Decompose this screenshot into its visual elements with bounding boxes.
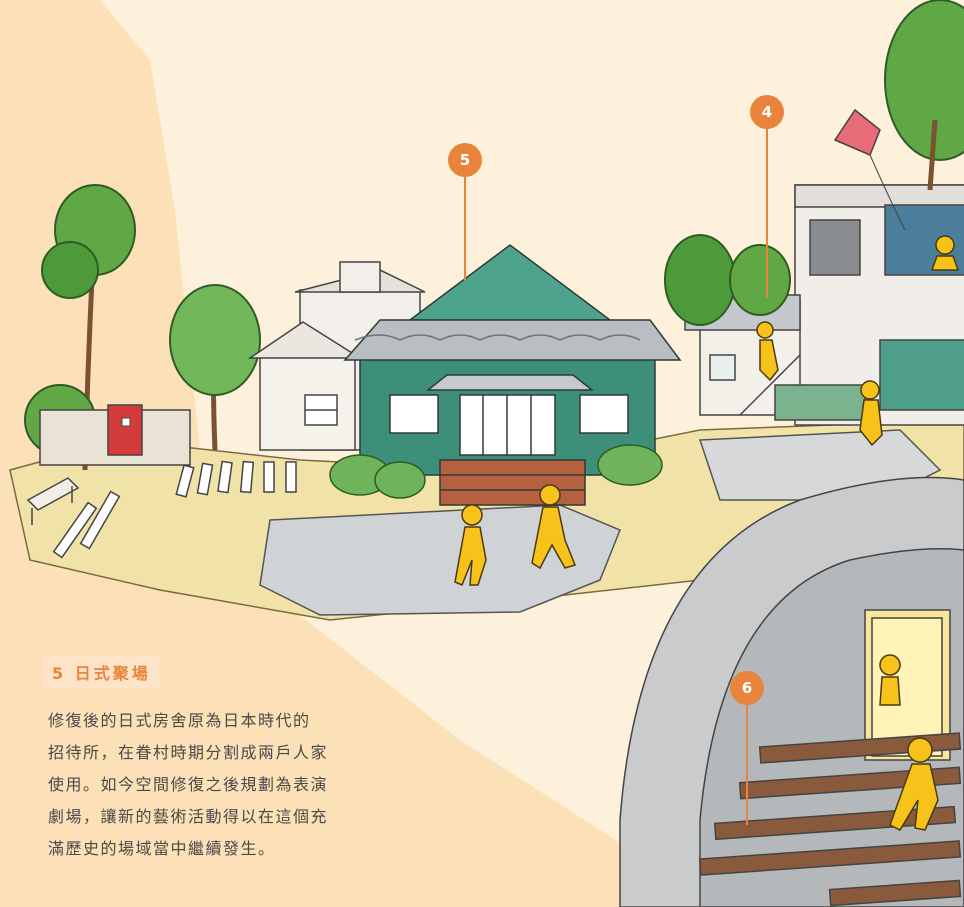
caption-line: 使用。如今空間修復之後規劃為表演 [48, 775, 329, 794]
yellow-figures [454, 235, 960, 831]
bushes [329, 444, 663, 499]
marker-5-label: 5 [460, 151, 470, 169]
peach-band [0, 0, 720, 907]
figure-7 [930, 235, 960, 271]
marker-5[interactable]: 5 [448, 143, 482, 280]
caption-line: 劇場，讓新的藝術活動得以在這個充 [48, 807, 329, 826]
figure-2 [531, 484, 577, 570]
caption-line: 招待所，在眷村時期分割成兩戶人家 [48, 743, 329, 762]
figure-4 [859, 380, 883, 447]
caption-line: 滿歷史的場域當中繼續發生。 [48, 839, 276, 858]
marker-6-label: 6 [742, 679, 752, 697]
figure-6 [879, 654, 901, 706]
caption-panel: 5 日式聚場 修復後的日式房舍原為日本時代的 招待所，在眷村時期分割成兩戶人家 … [44, 655, 408, 865]
marker-4[interactable]: 4 [750, 95, 784, 298]
red-door [107, 404, 143, 456]
figure-1 [454, 504, 487, 586]
kite-icon [833, 108, 906, 231]
marker-4-label: 4 [762, 103, 772, 121]
caption-title: 5 日式聚場 [44, 655, 161, 689]
figure-3 [756, 321, 779, 382]
figure-5 [889, 737, 939, 831]
caption-body: 修復後的日式房舍原為日本時代的 招待所，在眷村時期分割成兩戶人家 使用。如今空間… [48, 705, 408, 865]
caption-line: 修復後的日式房舍原為日本時代的 [48, 711, 311, 730]
bench [26, 477, 80, 525]
right-tree [664, 0, 964, 326]
marker-6[interactable]: 6 [730, 671, 764, 825]
